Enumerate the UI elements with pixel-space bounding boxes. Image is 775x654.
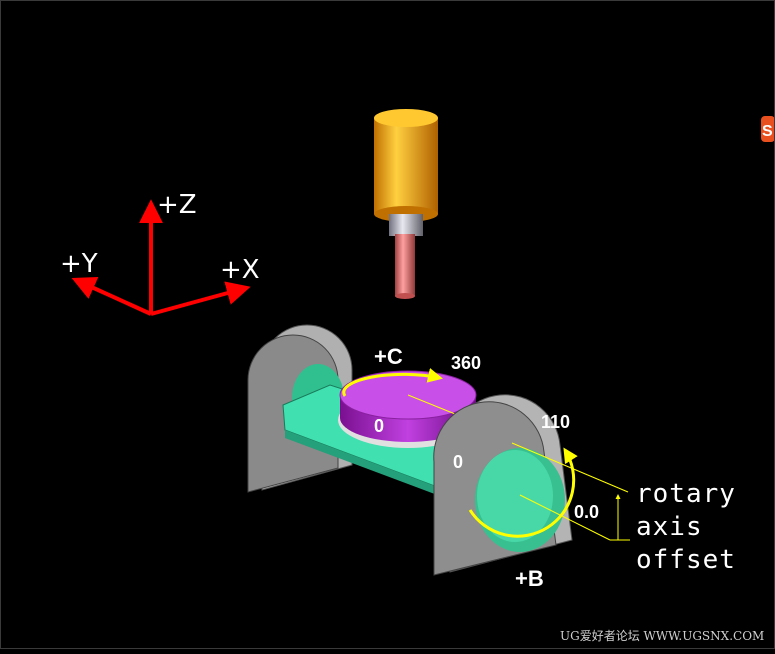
sohu-badge-icon: S [761,116,775,142]
c-axis-rotation-arrow [342,368,443,397]
offset-value: 0.0 [574,502,599,522]
tool-tip [395,293,415,299]
c-axis-start-value: 0 [374,416,384,436]
y-axis-arrow [71,276,152,316]
b-axis-reference-line [519,494,611,541]
tool-shank [395,234,415,296]
b-axis-label: +B [515,566,544,591]
right-trunnion-support [433,394,611,576]
offset-note-line1: rotary [636,479,736,509]
b-axis-end-value: 110 [541,412,570,432]
watermark-text: UG爱好者论坛 WWW.UGSNX.COM [560,629,764,643]
badge-letter: S [762,123,773,140]
offset-dimension [511,442,630,541]
c-axis-label: +C [374,344,403,369]
offset-note-line2: axis [636,512,703,542]
tool-holder [374,118,438,214]
b-axis-rotation-arrow [468,447,578,538]
z-axis-label: +Z [157,190,197,220]
offset-note-line3: offset [636,545,736,575]
cutting-tool-assembly [374,109,438,299]
y-axis-label: +Y [60,249,98,279]
x-axis-label: +X [220,255,260,285]
spindle-collar [389,214,423,236]
tool-holder-top [374,109,438,127]
coordinate-axes: +Z +Y +X [60,190,260,316]
b-axis-start-value: 0 [453,452,463,472]
c-axis-end-value: 360 [451,353,481,373]
rotary-table-c [338,370,478,448]
x-axis-arrow [150,281,251,316]
